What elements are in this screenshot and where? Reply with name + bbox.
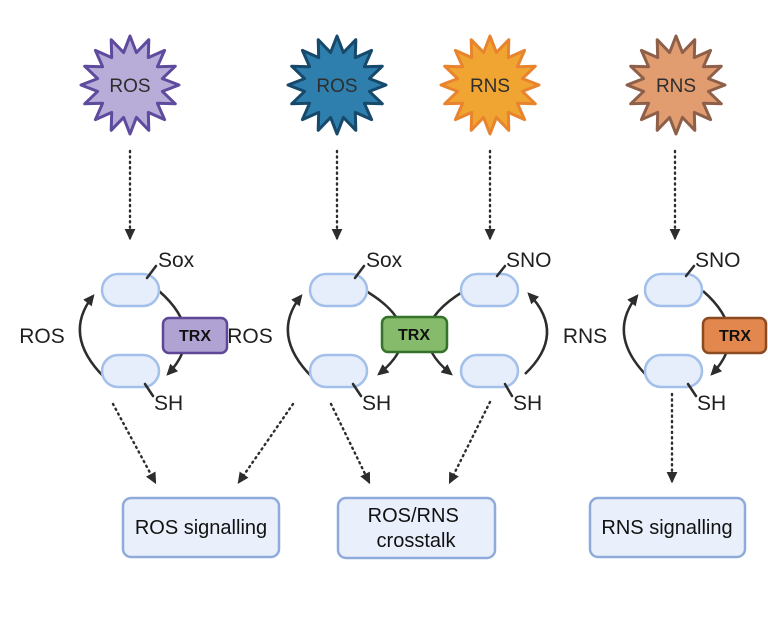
arrow-cycle2-to-crosstalk	[329, 402, 371, 485]
driver-label-ros-2: ROS	[227, 325, 273, 348]
outcome-box-shape	[336, 496, 497, 560]
reduced-state-label: SH	[154, 392, 183, 415]
outcome-label-line: ROS/RNS	[368, 505, 459, 527]
trx-label: TRX	[179, 328, 211, 345]
outcome-arrows	[111, 392, 678, 485]
stimulus-bursts: ROS ROS RNS RNS	[79, 34, 727, 136]
protein-oxidized-pill	[308, 272, 369, 308]
protein-oxidized-pill	[100, 272, 161, 308]
outcome-label: ROS/RNS crosstalk	[368, 505, 465, 552]
arrow-cycle3-to-crosstalk	[448, 400, 492, 485]
rns-stimulus-burst-2: RNS	[625, 34, 727, 136]
driver-label-ros-1: ROS	[19, 325, 65, 348]
oxidized-label-tick	[353, 264, 366, 280]
trx-box-shape	[161, 316, 229, 355]
trx-box-shape	[380, 315, 449, 354]
outcome-label: RNS signalling	[601, 517, 732, 539]
protein-reduced-pill	[100, 353, 161, 389]
oxidized-state-label: SNO	[506, 249, 552, 272]
rns-stimulus-burst-1: RNS	[439, 34, 541, 136]
protein-nitrosylated-pill	[459, 272, 520, 308]
oxidized-label-tick	[495, 264, 507, 278]
reduced-state-label: SH	[362, 392, 391, 415]
outcome-boxes: ROS signalling ROS/RNS crosstalk RNS sig…	[121, 496, 747, 560]
arrow-cycle1-to-ros-signalling	[111, 402, 157, 485]
starburst-shape	[79, 34, 181, 136]
trx-box-green: TRX	[380, 315, 449, 354]
trx-box-orange: TRX	[701, 316, 768, 355]
trx-box-shape	[701, 316, 768, 355]
stimulus-label: ROS	[316, 76, 357, 97]
driver-label-rns: RNS	[563, 325, 607, 348]
trx-boxes: TRX TRX TRX	[161, 315, 768, 355]
redox-cycle-4: SNO SH	[622, 249, 741, 415]
ros-stimulus-burst-1: ROS	[79, 34, 181, 136]
redox-cycle-1: Sox SH	[78, 249, 195, 415]
protein-reduced-pill	[459, 353, 520, 389]
reduced-label-tick	[686, 382, 698, 398]
redox-cycle-3: SNO SH	[426, 249, 552, 415]
outcome-label-line: ROS signalling	[135, 517, 267, 539]
ros-stimulus-burst-2: ROS	[286, 34, 388, 136]
stimulus-label: RNS	[470, 76, 510, 97]
outcome-label-line: crosstalk	[377, 530, 457, 552]
reduced-state-label: SH	[513, 392, 542, 415]
outcome-box-ros-rns-crosstalk: ROS/RNS crosstalk	[336, 496, 497, 560]
reduced-label-tick	[143, 382, 155, 398]
oxidized-label-tick	[684, 264, 696, 278]
reduced-label-tick	[503, 382, 514, 398]
cycle-driver-labels: ROS ROS RNS	[19, 325, 607, 348]
outcome-label: ROS signalling	[135, 517, 267, 539]
outcome-box-rns-signalling: RNS signalling	[588, 496, 747, 559]
outcome-box-ros-signalling: ROS signalling	[121, 496, 281, 559]
protein-reduced-pill	[643, 353, 704, 389]
oxidized-state-label: Sox	[158, 249, 195, 272]
outcome-label-line: RNS signalling	[601, 517, 732, 539]
arrow-cycle2-to-ros-signalling	[237, 402, 295, 484]
stimulus-label: RNS	[656, 76, 696, 97]
reduction-arc	[78, 294, 105, 378]
redox-cycle-2: Sox SH	[286, 249, 404, 415]
starburst-shape	[286, 34, 388, 136]
protein-reduced-pill	[308, 353, 369, 389]
trx-box-purple: TRX	[161, 316, 229, 355]
reduction-arc	[286, 294, 313, 378]
nitrosylation-arc	[524, 292, 549, 375]
reduced-state-label: SH	[697, 392, 726, 415]
starburst-shape	[439, 34, 541, 136]
protein-nitrosylated-pill	[643, 272, 704, 308]
trx-label: TRX	[719, 328, 751, 345]
trx-label: TRX	[398, 327, 430, 344]
starburst-shape	[625, 34, 727, 136]
stimulus-label: ROS	[109, 76, 150, 97]
oxidized-state-label: Sox	[366, 249, 403, 272]
reduced-label-tick	[351, 382, 363, 398]
outcome-box-shape	[588, 496, 747, 559]
outcome-box-shape	[121, 496, 281, 559]
oxidized-state-label: SNO	[695, 249, 741, 272]
stimulus-arrows	[124, 149, 681, 241]
nitrosylation-arc	[622, 294, 649, 378]
oxidized-label-tick	[145, 264, 158, 280]
